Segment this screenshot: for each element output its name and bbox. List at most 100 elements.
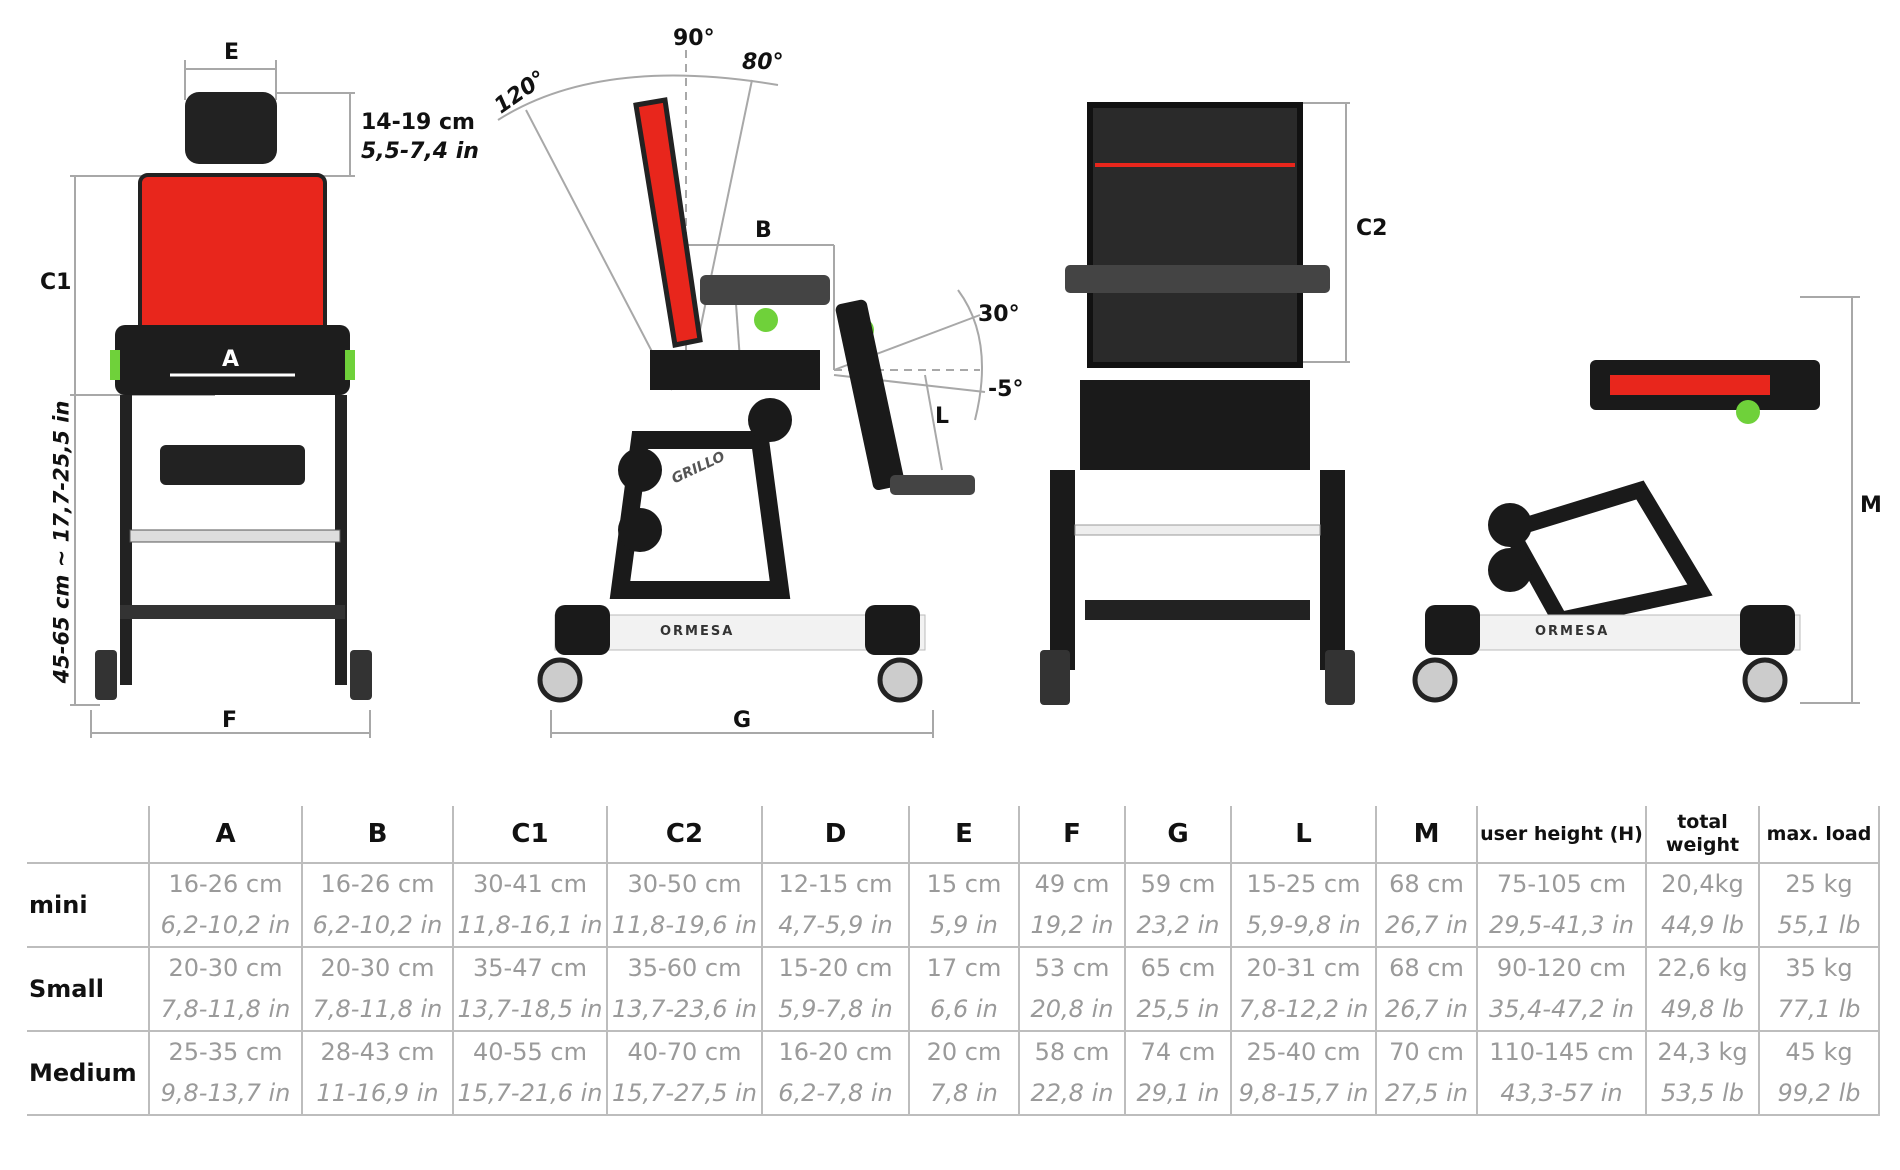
metric-value: 49 cm [1034, 870, 1110, 898]
spec-cell: 24,3 kg 53,5 lb [1645, 1030, 1760, 1116]
imperial-value: 53,5 lb [1661, 1079, 1744, 1107]
imperial-value: 99,2 lb [1777, 1079, 1861, 1107]
imperial-value: 29,1 in [1136, 1079, 1220, 1107]
spec-cell: 15 cm 5,9 in [908, 862, 1020, 948]
imperial-value: 77,1 lb [1777, 995, 1861, 1023]
imperial-value: 15,7-21,6 in [457, 1079, 603, 1107]
label-a: A [222, 347, 240, 372]
column-header: D [761, 806, 910, 864]
imperial-value: 7,8 in [930, 1079, 998, 1107]
metric-value: 25-40 cm [1246, 1038, 1361, 1066]
metric-value: 30-41 cm [473, 870, 587, 898]
back-view-chair [1040, 102, 1355, 705]
metric-value: 65 cm [1140, 954, 1216, 982]
imperial-value: 9,8-13,7 in [160, 1079, 291, 1107]
spec-cell: 17 cm 6,6 in [908, 946, 1020, 1032]
metric-value: 40-70 cm [627, 1038, 742, 1066]
imperial-value: 5,9-7,8 in [778, 995, 893, 1023]
metric-value: 40-55 cm [473, 1038, 587, 1066]
metric-value: 15 cm [926, 870, 1002, 898]
label-e: E [224, 40, 240, 65]
imperial-value: 5,9 in [930, 911, 998, 939]
column-header: F [1018, 806, 1126, 864]
imperial-value: 4,7-5,9 in [778, 911, 893, 939]
label-angle-minus5: -5° [988, 377, 1024, 402]
brand-ormesa-folded: ORMESA [1535, 624, 1610, 639]
spec-cell: 110-145 cm 43,3-57 in [1476, 1030, 1647, 1116]
column-header: L [1230, 806, 1377, 864]
imperial-value: 7,8-12,2 in [1238, 995, 1369, 1023]
metric-value: 28-43 cm [320, 1038, 435, 1066]
folded-chair [1412, 360, 1820, 703]
metric-value: 35 kg [1785, 954, 1853, 982]
metric-value: 35-60 cm [627, 954, 742, 982]
metric-value: 68 cm [1389, 954, 1464, 982]
metric-value: 75-105 cm [1496, 870, 1627, 898]
spec-cell: 40-55 cm 15,7-21,6 in [452, 1030, 608, 1116]
metric-value: 16-26 cm [168, 870, 283, 898]
spec-cell: 15-20 cm 5,9-7,8 in [761, 946, 910, 1032]
label-l: L [935, 404, 950, 429]
imperial-value: 23,2 in [1136, 911, 1220, 939]
label-c1: C1 [40, 270, 72, 295]
metric-value: 24,3 kg [1657, 1038, 1748, 1066]
metric-value: 15-20 cm [778, 954, 893, 982]
metric-value: 20-31 cm [1246, 954, 1361, 982]
imperial-value: 9,8-15,7 in [1238, 1079, 1369, 1107]
label-seat-height: 45-65 cm ~ 17,7-25,5 in [49, 400, 74, 684]
metric-value: 20 cm [926, 1038, 1002, 1066]
label-b: B [755, 218, 772, 243]
label-g: G [733, 708, 752, 733]
imperial-value: 43,3-57 in [1500, 1079, 1623, 1107]
imperial-value: 25,5 in [1136, 995, 1220, 1023]
metric-value: 17 cm [926, 954, 1002, 982]
metric-value: 110-145 cm [1489, 1038, 1634, 1066]
imperial-value: 22,8 in [1030, 1079, 1114, 1107]
imperial-value: 27,5 in [1385, 1079, 1468, 1107]
label-angle-30: 30° [978, 302, 1020, 327]
side-view-chair [537, 97, 975, 703]
header-corner [27, 806, 150, 864]
column-header: C2 [606, 806, 763, 864]
column-header: A [148, 806, 303, 864]
size-label: Small [27, 946, 150, 1032]
spec-cell: 35 kg 77,1 lb [1758, 946, 1880, 1032]
metric-value: 20-30 cm [320, 954, 435, 982]
column-header: E [908, 806, 1020, 864]
label-m: M [1860, 493, 1882, 518]
metric-value: 74 cm [1140, 1038, 1216, 1066]
label-f: F [222, 708, 238, 733]
imperial-value: 6,6 in [930, 995, 998, 1023]
column-header: user height (H) [1476, 806, 1647, 864]
label-headrest-cm: 14-19 cm [361, 110, 475, 135]
imperial-value: 7,8-11,8 in [160, 995, 291, 1023]
size-label: mini [27, 862, 150, 948]
metric-value: 53 cm [1034, 954, 1110, 982]
metric-value: 25-35 cm [168, 1038, 283, 1066]
imperial-value: 55,1 lb [1777, 911, 1861, 939]
